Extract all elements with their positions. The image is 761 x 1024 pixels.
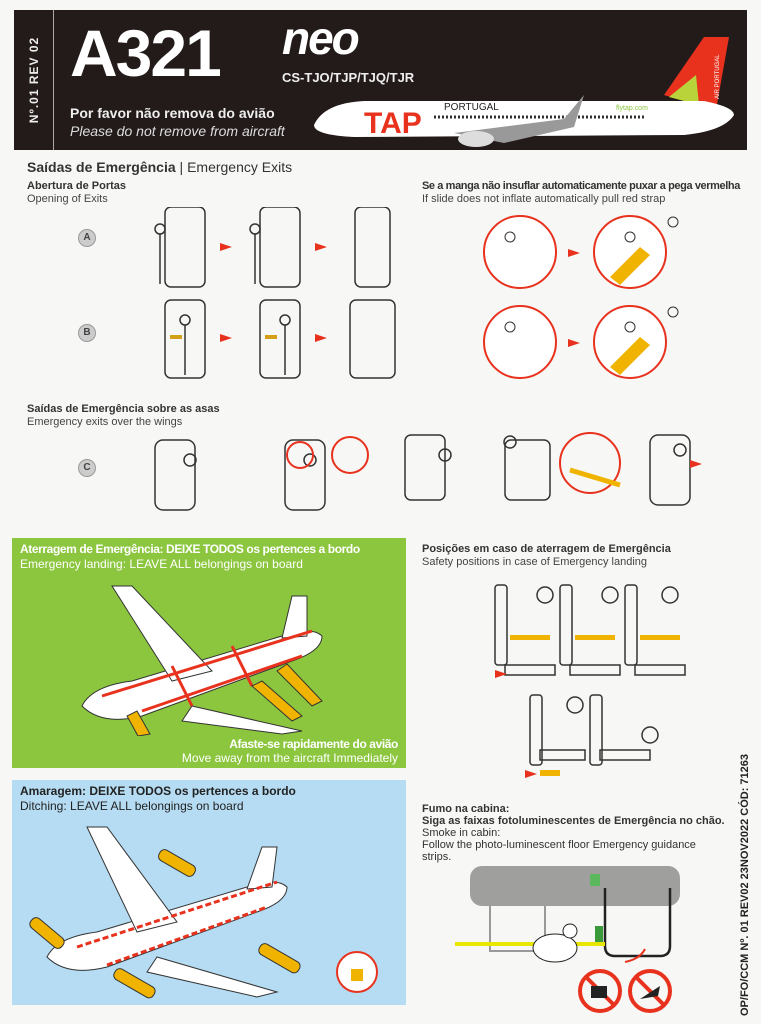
door-opening-illustrations [154, 207, 396, 379]
header-banner: Nº.01 REV 02 A321 neo CS-TJO/TJP/TJQ/TJR… [14, 10, 747, 150]
smoke-instr-pt: Siga as faixas fotoluminescentes de Emer… [422, 815, 725, 827]
emergency-landing-panel: Aterragem de Emergência: DEIXE TODOS os … [12, 538, 406, 768]
wings-en: Emergency exits over the wings [27, 416, 183, 428]
footer-code: OP/FO/CCM Nº. 01 REV02 23NOV2022 CÓD: 71… [739, 753, 751, 1017]
move-away-en: Move away from the aircraft Immediately [181, 751, 398, 765]
slide-pt: Se a manga não insuflar automaticamente … [422, 180, 740, 192]
landing-evacuation-illustration [81, 585, 323, 736]
smoke-instr-en: Follow the photo-luminescent floor Emerg… [422, 839, 696, 863]
row-label-c: C [78, 459, 96, 477]
doors-pt: Abertura de Portas [27, 180, 127, 192]
landing-title-en: Emergency landing: LEAVE ALL belongings … [20, 557, 303, 571]
title-pt: Saídas de Emergência [27, 159, 176, 175]
positions-title-en: Safety positions in case of Emergency la… [422, 556, 648, 568]
landing-title-pt: Aterragem de Emergência: DEIXE TODOS os … [20, 542, 360, 556]
notice-en: Please do not remove from aircraft [70, 123, 285, 139]
livery-text: PORTUGAL [444, 102, 499, 113]
aircraft-model: A321 [70, 16, 222, 90]
positions-title-pt: Posições em caso de aterragem de Emergên… [422, 543, 671, 555]
aircraft-illustration: AIR PORTUGAL TAP PORTUGAL flytap.com [314, 37, 734, 147]
smoke-cabin-illustration [455, 866, 680, 1013]
smoke-title-pt: Fumo na cabina: [422, 803, 510, 815]
ditching-evacuation-illustration [29, 826, 378, 999]
aircraft-model-suffix: neo [282, 12, 360, 64]
slide-en: If slide does not inflate automatically … [422, 193, 666, 205]
smoke-section: Fumo na cabina: Siga as faixas fotolumin… [422, 803, 727, 863]
section-title-exits: Saídas de Emergência | Emergency Exits [27, 159, 293, 175]
livery-url: flytap.com [616, 105, 648, 112]
ditching-panel: Amaragem: DEIXE TODOS os pertences a bor… [12, 780, 406, 1005]
ditching-title-en: Ditching: LEAVE ALL belongings on board [20, 799, 244, 813]
overwing-exit-illustrations [154, 432, 702, 511]
brace-position-illustrations [494, 584, 686, 778]
move-away-pt: Afaste-se rapidamente do avião [229, 737, 398, 751]
title-en: Emergency Exits [187, 159, 293, 175]
registrations: CS-TJO/TJP/TJQ/TJR [282, 70, 415, 85]
notice-pt: Por favor não remova do avião [70, 105, 275, 121]
row-label-b: B [78, 324, 96, 342]
wings-pt: Saídas de Emergência sobre as asas [27, 403, 220, 415]
smoke-title-en: Smoke in cabin: [422, 827, 501, 839]
tail-text: AIR PORTUGAL [715, 54, 721, 99]
slide-strap-illustrations [483, 215, 679, 379]
livery-logo: TAP [364, 107, 422, 140]
doc-ref: Nº.01 REV 02 [27, 36, 41, 124]
doc-ref-strip: Nº.01 REV 02 [14, 10, 54, 150]
ditching-title-pt: Amaragem: DEIXE TODOS os pertences a bor… [20, 784, 296, 798]
row-label-a: A [78, 229, 96, 247]
doors-en: Opening of Exits [27, 193, 108, 205]
